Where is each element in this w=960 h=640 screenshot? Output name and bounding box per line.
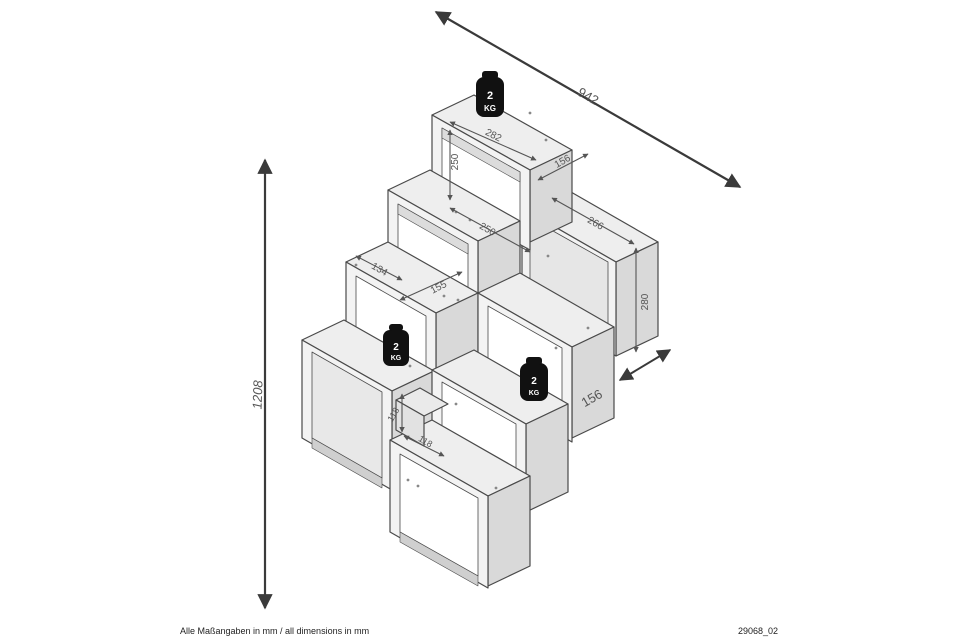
footer-code: 29068_02 xyxy=(738,626,779,636)
weight-left-unit: KG xyxy=(391,355,402,362)
small-dimensions xyxy=(355,121,639,457)
label-top-box-height: 250 xyxy=(450,153,461,170)
small-dimension-labels: 282 250 156 250 266 280 134 155 118 118 xyxy=(369,127,651,449)
weight-right-unit: KG xyxy=(529,390,540,397)
shelf-structure xyxy=(301,94,659,589)
dimension-total-height: 1208 xyxy=(250,158,273,610)
weight-right-value: 2 xyxy=(531,376,537,387)
weight-marker-top: 2 KG xyxy=(476,71,504,117)
weight-top-value: 2 xyxy=(487,90,493,102)
weight-left-value: 2 xyxy=(393,342,399,353)
weight-marker-left: 2 KG xyxy=(383,324,409,366)
label-total-height: 1208 xyxy=(250,379,266,409)
footer-note: Alle Maßangaben in mm / all dimensions i… xyxy=(180,626,370,636)
weight-top-unit: KG xyxy=(484,104,496,113)
shelf-box-left xyxy=(301,319,435,491)
label-right-box-height: 280 xyxy=(640,293,651,310)
weight-marker-right: 2 KG xyxy=(520,357,548,401)
